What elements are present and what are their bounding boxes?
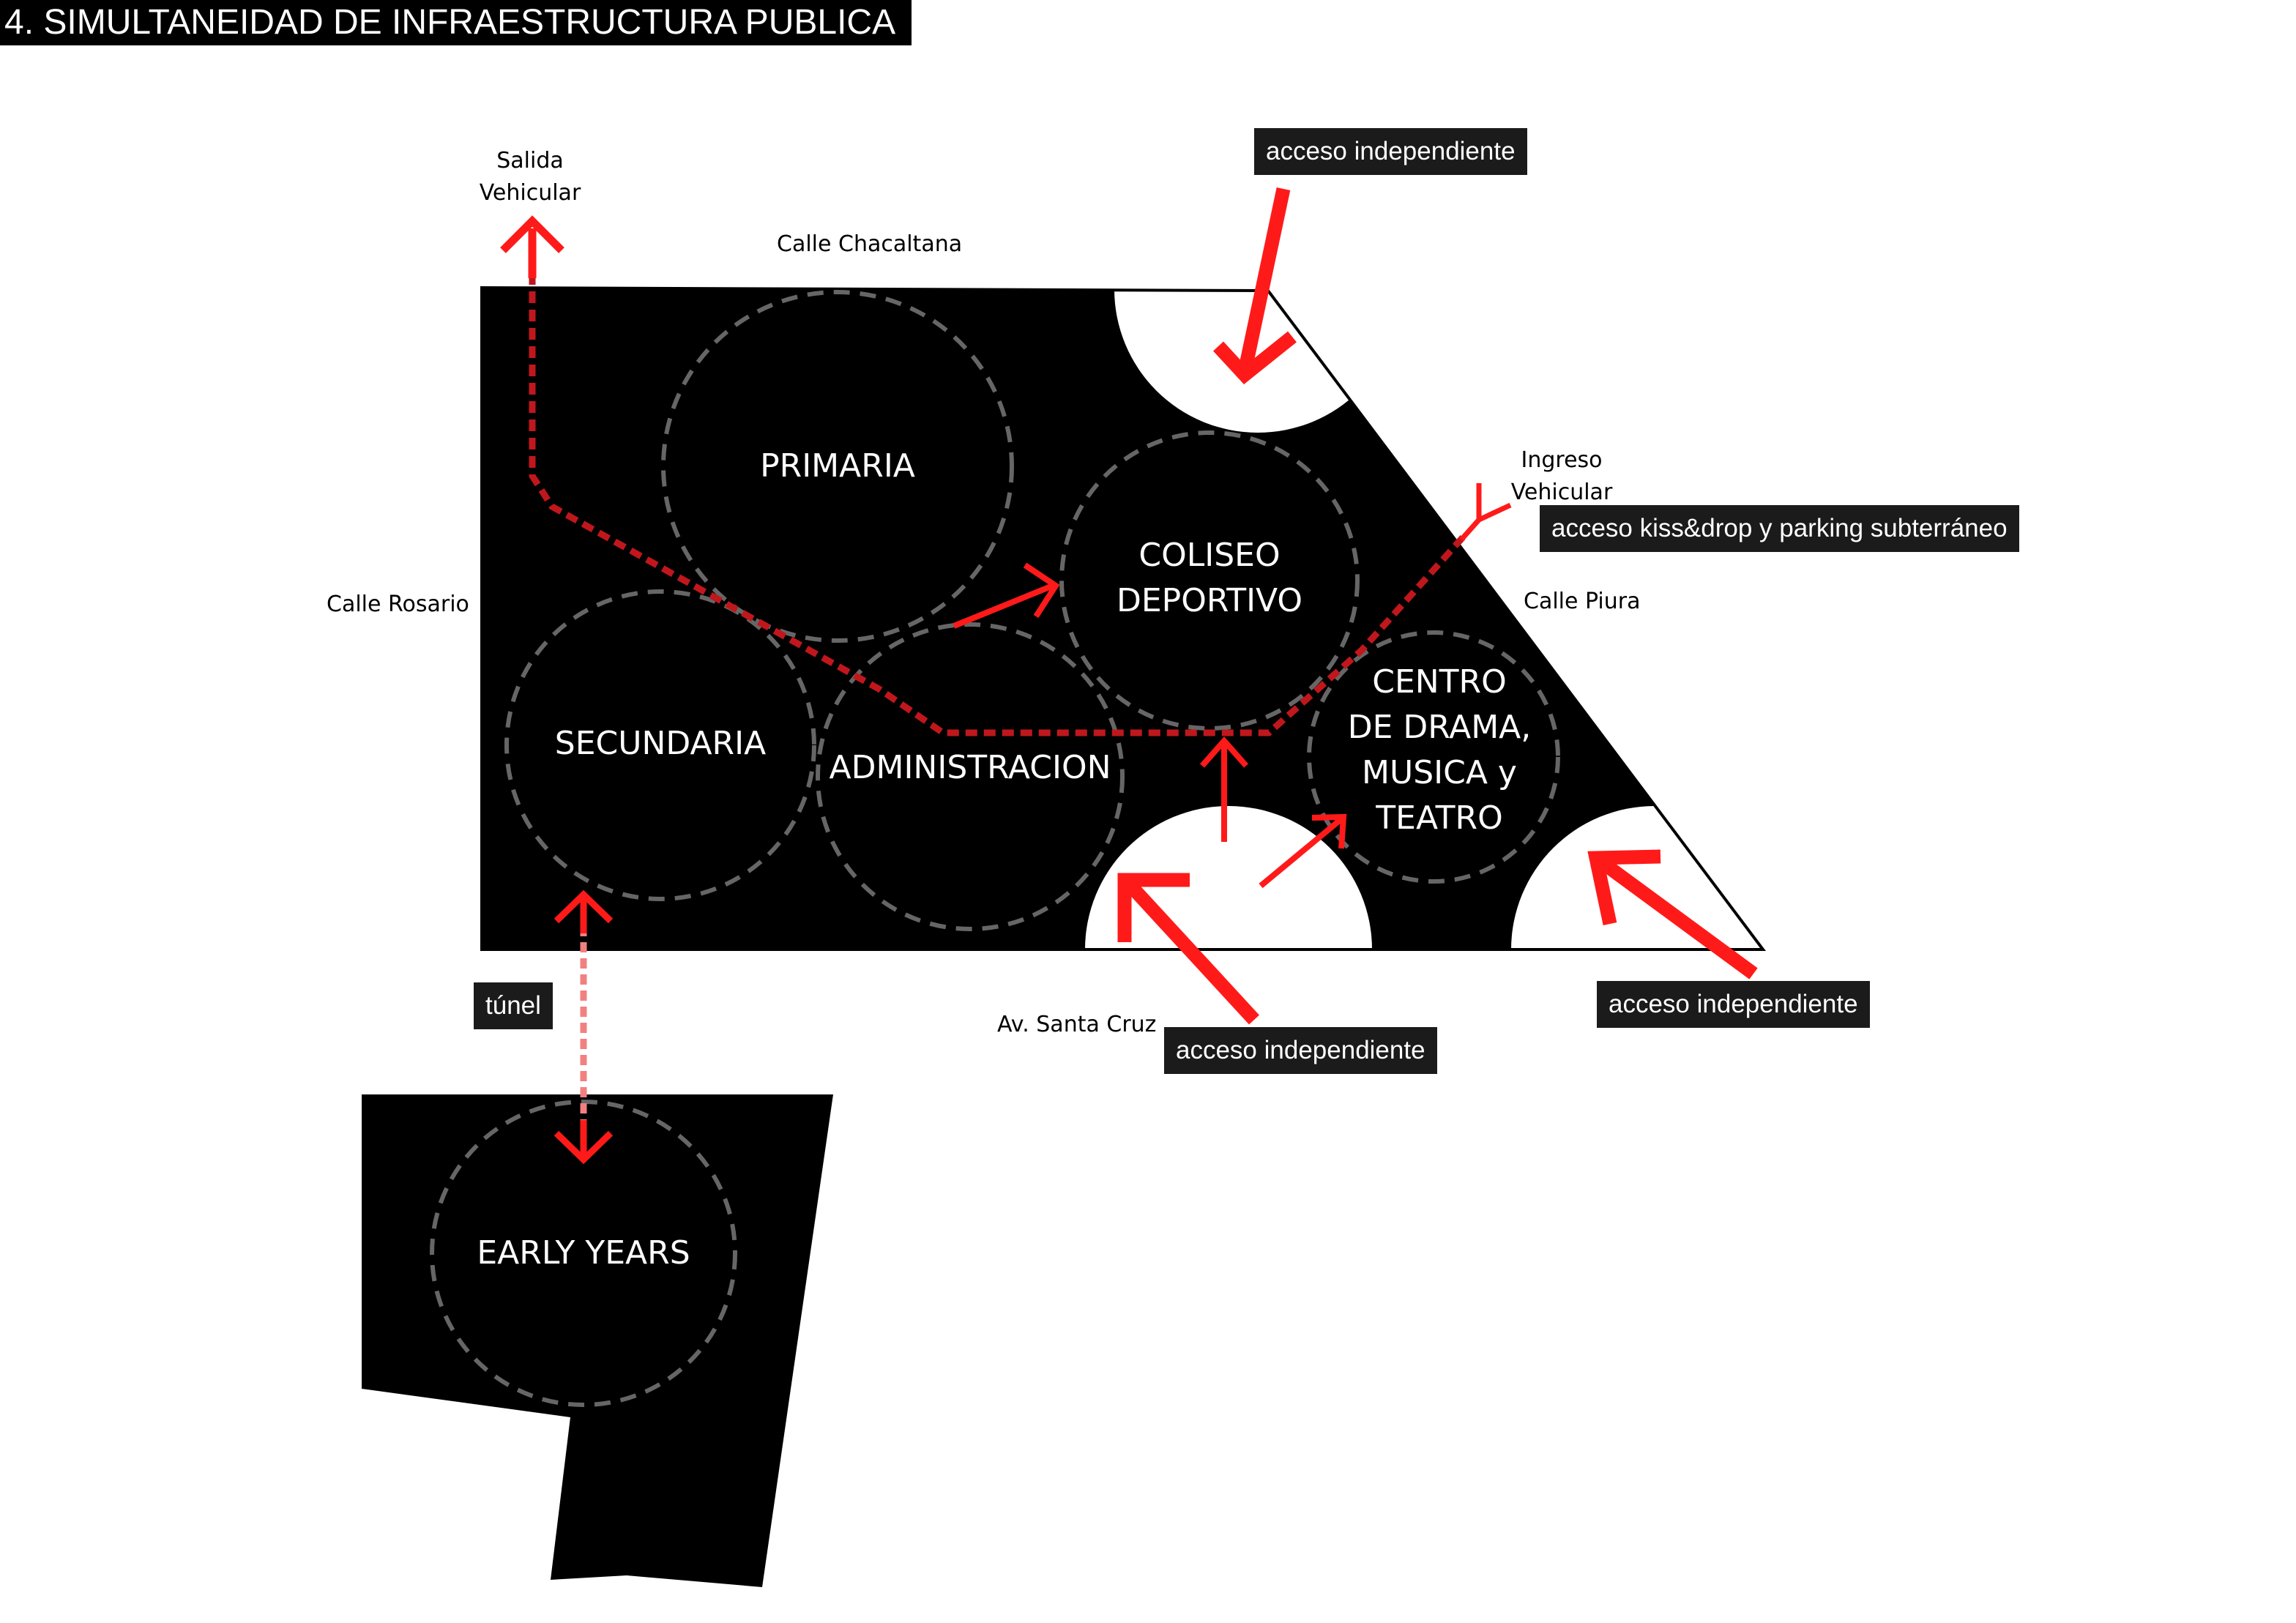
tunnel-down-arrow: [554, 1120, 614, 1165]
ingreso-line-1: Ingreso: [1521, 447, 1603, 473]
early-years-text: EARLY YEARS: [477, 1234, 690, 1272]
ingreso-line-2: Vehicular: [1510, 480, 1613, 505]
top-access-arrow: [1213, 187, 1297, 384]
coliseo-zone-circle: [1059, 430, 1360, 731]
early-years-label: EARLY YEARS: [477, 1231, 690, 1276]
calle-piura-label: Calle Piura: [1524, 589, 1641, 614]
secundaria-label: SECUNDARIA: [555, 721, 766, 766]
acceso-independiente-corner-tag: acceso independiente: [1597, 981, 1870, 1028]
acceso-independiente-bottom-tag: acceso independiente: [1164, 1027, 1437, 1074]
kiss-drop-parking-tag: acceso kiss&drop y parking subterráneo: [1540, 505, 2019, 552]
centro-drama-arrow: [1259, 813, 1347, 889]
administracion-label: ADMINISTRACION: [830, 745, 1111, 791]
centro-line-4: TEATRO: [1376, 799, 1503, 837]
administracion-text: ADMINISTRACION: [829, 749, 1111, 786]
bottom-access-arrow: [1117, 873, 1259, 1025]
secundaria-text: SECUNDARIA: [554, 725, 767, 762]
calle-chacaltana-label: Calle Chacaltana: [777, 231, 963, 257]
coliseo-line-1: COLISEO: [1138, 537, 1281, 574]
vehicular-route-line: [529, 230, 1466, 736]
primaria-label: PRIMARIA: [760, 444, 915, 489]
corner-access-arrow: [1587, 849, 1758, 980]
centro-line-2: DE DRAMA,: [1347, 709, 1532, 746]
acceso-independiente-top-tag: acceso independiente: [1254, 128, 1527, 175]
primaria-zone-circle: [661, 290, 1014, 643]
salida-line-1: Salida: [496, 148, 564, 174]
tunel-tag: túnel: [474, 982, 553, 1029]
av-santa-cruz-label: Av. Santa Cruz: [997, 1012, 1157, 1037]
centro-line-3: MUSICA y: [1362, 754, 1517, 791]
coliseo-access-arrow: [953, 562, 1060, 629]
secundaria-zone-circle: [504, 589, 816, 901]
ingreso-vehicular-mark: [1459, 483, 1512, 542]
centro-drama-zone-circle: [1307, 630, 1560, 884]
primaria-text: PRIMARIA: [760, 447, 915, 485]
salida-vehicular-label: Salida Vehicular: [480, 145, 581, 209]
centro-line-1: CENTRO: [1372, 663, 1507, 701]
early-years-block: [362, 1094, 833, 1587]
early-years-zone-circle: [430, 1100, 737, 1407]
salida-vehicular-arrow: [500, 215, 564, 278]
coliseo-deportivo-label: COLISEO DEPORTIVO: [1117, 533, 1302, 624]
salida-line-2: Vehicular: [479, 180, 581, 206]
page-title: 4. SIMULTANEIDAD DE INFRAESTRUCTURA PUBL…: [0, 0, 912, 45]
administracion-zone-circle: [816, 622, 1125, 931]
centro-drama-label: CENTRO DE DRAMA, MUSICA y TEATRO: [1348, 660, 1532, 841]
tunnel-up-arrow: [554, 889, 614, 933]
coliseo-up-arrow: [1200, 736, 1248, 842]
coliseo-line-2: DEPORTIVO: [1116, 582, 1303, 619]
calle-rosario-label: Calle Rosario: [327, 592, 469, 617]
ingreso-vehicular-label: Ingreso Vehicular: [1511, 444, 1613, 509]
